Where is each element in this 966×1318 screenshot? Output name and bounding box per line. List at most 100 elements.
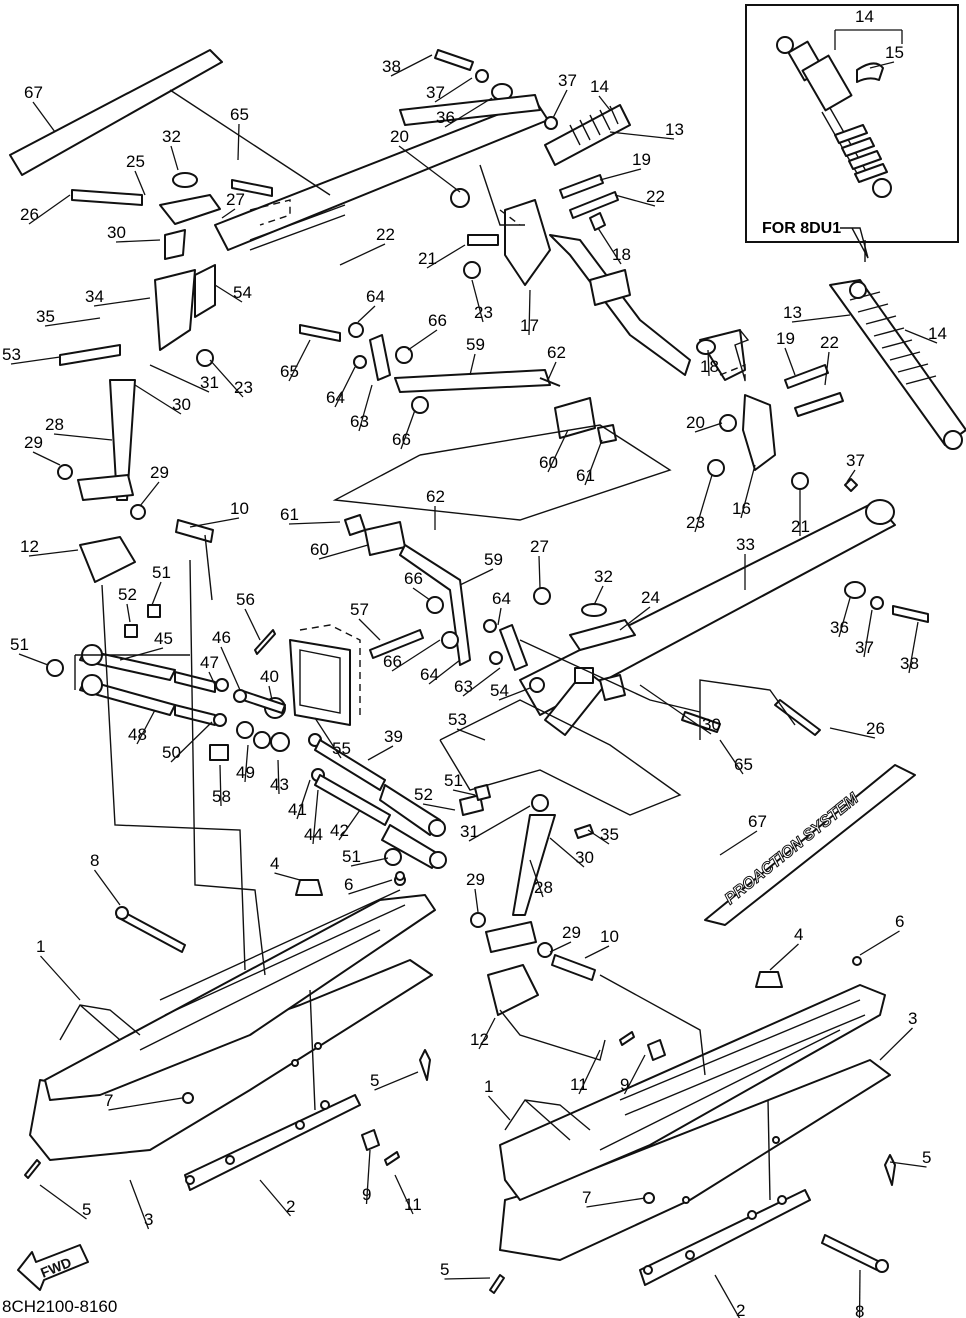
bracket-25 bbox=[159, 194, 221, 225]
leader-line-c47 bbox=[208, 671, 216, 686]
leader-line-c29d bbox=[549, 941, 572, 953]
leader-line-c11b bbox=[394, 1174, 414, 1215]
right-ski bbox=[489, 956, 896, 1294]
bolt-26 bbox=[71, 189, 143, 206]
callout-c12a: 12 bbox=[20, 537, 39, 556]
leader-line-c51b bbox=[18, 653, 49, 666]
leader-line-c26b bbox=[829, 727, 876, 739]
callout-c37c: 37 bbox=[846, 451, 865, 470]
leader-line-c13a bbox=[609, 131, 675, 140]
leader-line-c39 bbox=[367, 745, 394, 761]
callout-c5c: 5 bbox=[82, 1200, 91, 1219]
callout-c61b: 61 bbox=[280, 505, 299, 524]
callout-c64c: 64 bbox=[492, 589, 511, 608]
callout-c30a: 30 bbox=[107, 223, 126, 242]
callout-c53a: 53 bbox=[2, 345, 21, 364]
callout-c53b: 53 bbox=[448, 710, 467, 729]
callout-c6b: 6 bbox=[895, 912, 904, 931]
callout-c31a: 31 bbox=[200, 373, 219, 392]
callout-c62a: 62 bbox=[547, 343, 566, 362]
callout-c51d: 51 bbox=[342, 847, 361, 866]
leader-line-c57 bbox=[358, 618, 381, 641]
leader-line-c51c bbox=[452, 789, 476, 796]
callout-c18b: 18 bbox=[700, 357, 719, 376]
leader-line-c34 bbox=[93, 297, 151, 307]
bolt-19 bbox=[559, 174, 604, 199]
leader-line-c23a bbox=[471, 279, 484, 323]
leader-line-c6b bbox=[859, 930, 900, 956]
callout-c66a: 66 bbox=[428, 311, 447, 330]
stabilizer-rod-59 bbox=[394, 369, 551, 393]
forward-arrow-marker: FWD bbox=[17, 1244, 89, 1291]
leader-line-c5d bbox=[444, 1277, 491, 1280]
bracket-16 bbox=[742, 394, 776, 471]
stabilizer-rod-59-b bbox=[399, 544, 471, 666]
bolt-8-right bbox=[821, 1234, 881, 1271]
leader-line-c8b bbox=[858, 1269, 861, 1318]
leader-line-c36b bbox=[838, 597, 851, 638]
leader-line-c31a bbox=[149, 364, 210, 393]
callout-c64b: 64 bbox=[326, 388, 345, 407]
leader-line-c37c bbox=[846, 469, 856, 483]
leader-line-c67a bbox=[32, 101, 56, 133]
callout-c15: 15 bbox=[885, 43, 904, 62]
leader-line-c36a bbox=[444, 97, 493, 128]
bracket-lines-left bbox=[74, 654, 190, 690]
callout-c59a: 59 bbox=[466, 335, 485, 354]
leader-line-c63b bbox=[462, 667, 501, 697]
bracket-17 bbox=[504, 199, 551, 286]
callout-c67b: 67 bbox=[748, 812, 767, 831]
leader-line-c22a bbox=[614, 194, 656, 207]
damper-12-b bbox=[487, 964, 539, 1016]
bolt-65-b bbox=[299, 324, 341, 342]
callout-c14a: 14 bbox=[590, 77, 609, 96]
leader-line-c48 bbox=[136, 709, 156, 745]
callout-c1a: 1 bbox=[36, 937, 45, 956]
callout-c37d: 37 bbox=[855, 638, 874, 657]
callout-c5a: 5 bbox=[370, 1071, 379, 1090]
callout-c29d: 29 bbox=[562, 923, 581, 942]
callout-c65c: 65 bbox=[734, 755, 753, 774]
callout-c16: 16 bbox=[732, 499, 751, 518]
right-shock-absorber bbox=[696, 279, 966, 492]
callout-c66c: 66 bbox=[404, 569, 423, 588]
leader-line-c62a bbox=[547, 361, 557, 381]
callout-c57: 57 bbox=[350, 600, 369, 619]
callout-c30c: 30 bbox=[702, 715, 721, 734]
leader-line-c43 bbox=[277, 759, 280, 795]
rear-arm-tube-left bbox=[399, 94, 541, 126]
leader-line-c52b bbox=[422, 803, 456, 811]
drawing-number: 8CH2100-8160 bbox=[2, 1297, 117, 1316]
leader-line-c65a bbox=[237, 123, 240, 161]
callout-c29c: 29 bbox=[466, 870, 485, 889]
callout-c4a: 4 bbox=[270, 854, 279, 873]
stabilizer-links-lower bbox=[344, 514, 545, 693]
leader-line-c5a bbox=[374, 1071, 419, 1091]
callout-c65a: 65 bbox=[230, 105, 249, 124]
right-spindle bbox=[470, 794, 596, 1016]
leader-line-c41 bbox=[296, 779, 311, 820]
leader-line-c65c bbox=[719, 739, 744, 775]
callout-c25: 25 bbox=[126, 152, 145, 171]
leader-line-c7b bbox=[586, 1197, 646, 1208]
callout-c19a: 19 bbox=[632, 150, 651, 169]
leader-line-c29c bbox=[474, 888, 479, 913]
spindle-28 bbox=[109, 379, 136, 501]
leader-line-c11a bbox=[578, 1049, 601, 1095]
leader-line-c27b bbox=[538, 555, 541, 589]
callout-c5b: 5 bbox=[922, 1148, 931, 1167]
leader-line-c53b bbox=[456, 728, 486, 741]
inset-box bbox=[745, 4, 959, 259]
callout-c60b: 60 bbox=[310, 540, 329, 559]
leader-line-c29b bbox=[139, 481, 160, 507]
callout-c19b: 19 bbox=[776, 329, 795, 348]
inset-shock-absorber bbox=[776, 36, 892, 198]
callout-c7a: 7 bbox=[104, 1091, 113, 1110]
callout-c51b: 51 bbox=[10, 635, 29, 654]
leader-line-c22c bbox=[824, 351, 830, 386]
callout-c42: 42 bbox=[330, 821, 349, 840]
callout-c5d: 5 bbox=[440, 1260, 449, 1279]
callout-c67a: 67 bbox=[24, 83, 43, 102]
callout-c35a: 35 bbox=[36, 307, 55, 326]
leader-line-c63a bbox=[358, 384, 373, 432]
